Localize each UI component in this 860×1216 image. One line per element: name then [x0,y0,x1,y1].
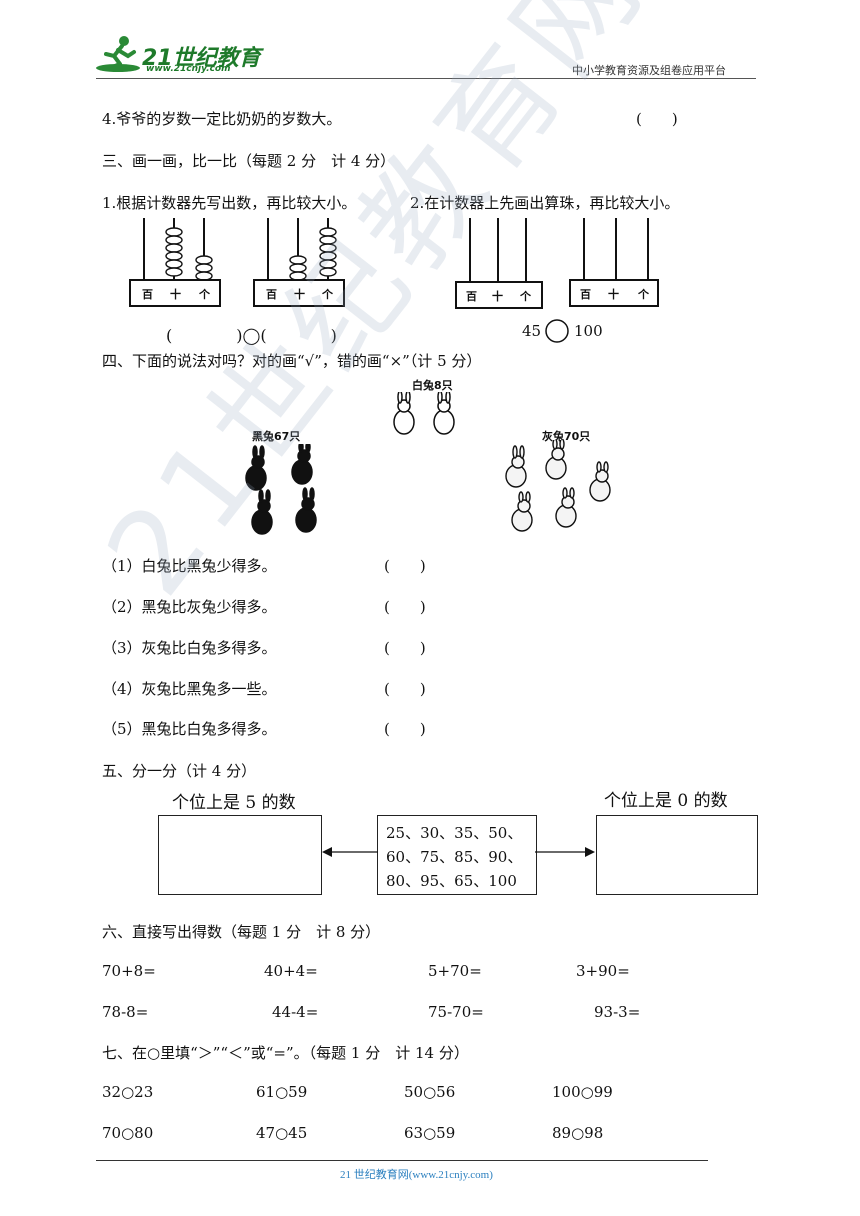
abacus-3-label-hundreds: 百 [466,290,477,303]
left-arrow-icon [322,847,378,857]
section-3-right-number-100: 100 [574,322,603,340]
compare-8[interactable]: 89○98 [552,1124,604,1142]
calc-7[interactable]: 75-70= [428,1003,484,1021]
compare-4[interactable]: 100○99 [552,1083,613,1101]
calc-5[interactable]: 78-8= [102,1003,149,1021]
ones-0-label: 个位上是 0 的数 [604,791,728,811]
ones-0-answer-box[interactable] [596,815,758,895]
section-4-item-1-paren[interactable]: ( ) [384,557,426,575]
black-rabbits-illustration [245,444,317,535]
compare-3[interactable]: 50○56 [404,1083,456,1101]
compare-5[interactable]: 70○80 [102,1124,154,1142]
abacus-4-label-hundreds: 百 [580,288,591,301]
footer-divider [96,1160,708,1161]
section-7-title: 七、在○里填“＞”“＜”或“=”。（每题 1 分 计 14 分） [102,1044,469,1062]
white-rabbit-label: 白兔8只 [412,379,453,392]
calc-4[interactable]: 3+90= [576,962,630,980]
section-4-item-3-paren[interactable]: ( ) [384,639,426,657]
abacus-1-label-ones: 个 [199,288,210,301]
abacus-2-label-tens: 十 [294,288,305,301]
compare-6[interactable]: 47○45 [256,1124,308,1142]
question-4-text: 4.爷爷的岁数一定比奶奶的岁数大。 [102,110,342,128]
section-3-right-prompt: 2.在计数器上先画出算珠，再比较大小。 [410,194,680,212]
section-5-title: 五、分一分（计 4 分） [102,762,257,780]
section-3-right-number-45: 45 [522,322,542,340]
section-6-title: 六、直接写出得数（每题 1 分 计 8 分） [102,923,381,941]
section-4-item-5-paren[interactable]: ( ) [384,720,426,738]
section-4-item-3: （3）灰兔比白兔多得多。 [102,639,277,657]
abacus-1-drawing [129,218,221,307]
abacus-3-drawing [455,218,543,309]
abacus-2-label-ones: 个 [322,288,333,301]
abacus-1-label-hundreds: 百 [142,288,153,301]
ones-5-label: 个位上是 5 的数 [172,793,296,813]
section-4-item-2-paren[interactable]: ( ) [384,598,426,616]
section-3-left-prompt: 1.根据计数器先写出数，再比较大小。 [102,194,357,212]
white-rabbits-illustration [393,392,455,435]
abacus-4-drawing [569,218,659,307]
watermark: 21世纪教育网精选资料 [81,0,860,620]
calc-3[interactable]: 5+70= [428,962,482,980]
compare-2[interactable]: 61○59 [256,1083,308,1101]
right-arrow-icon [535,847,595,857]
section-4-item-5: （5）黑兔比白兔多得多。 [102,720,277,738]
abacus-4-label-tens: 十 [608,288,619,301]
calc-6[interactable]: 44-4= [272,1003,319,1021]
abacus-3-label-ones: 个 [520,290,531,303]
abacus-1-label-tens: 十 [170,288,181,301]
compare-1[interactable]: 32○23 [102,1083,154,1101]
ones-5-answer-box[interactable] [158,815,322,895]
black-rabbit-label: 黑兔67只 [252,430,301,443]
section-4-item-4-paren[interactable]: ( ) [384,680,426,698]
question-4-answer-paren[interactable]: ( ) [636,110,678,128]
section-3-left-answer[interactable]: ( )◯( ) [166,326,337,345]
header-divider [96,78,756,79]
abacus-4-label-ones: 个 [638,288,649,301]
logo-text: 21世纪教育 [142,46,261,71]
abacus-2-label-hundreds: 百 [266,288,277,301]
compare-7[interactable]: 63○59 [404,1124,456,1142]
abacus-3-label-tens: 十 [492,290,503,303]
section-3-title: 三、画一画，比一比（每题 2 分 计 4 分） [102,152,396,170]
compare-circle-icon[interactable] [544,318,570,344]
section-4-title: 四、下面的说法对吗？对的画“√”，错的画“×”（计 5 分） [102,352,482,370]
logo-url: www.21cnjy.com [146,64,231,74]
platform-name: 中小学教育资源及组卷应用平台 [572,64,726,77]
gray-rabbits-illustration [505,440,611,532]
section-4-item-4: （4）灰兔比黑兔多一些。 [102,680,277,698]
calc-8[interactable]: 93-3= [594,1003,641,1021]
calc-1[interactable]: 70+8= [102,962,156,980]
runner-logo-icon [96,36,140,72]
numbers-line-3: 80、95、65、100 [386,872,517,890]
section-4-item-1: （1）白兔比黑兔少得多。 [102,557,277,575]
calc-2[interactable]: 40+4= [264,962,318,980]
abacus-2-drawing [253,218,345,307]
numbers-line-2: 60、75、85、90、 [386,848,523,866]
numbers-box: 25、30、35、50、 60、75、85、90、 80、95、65、100 [377,815,537,895]
section-4-item-2: （2）黑兔比灰兔少得多。 [102,598,277,616]
footer-text: 21 世纪教育网(www.21cnjy.com) [340,1169,493,1181]
numbers-line-1: 25、30、35、50、 [386,824,523,842]
